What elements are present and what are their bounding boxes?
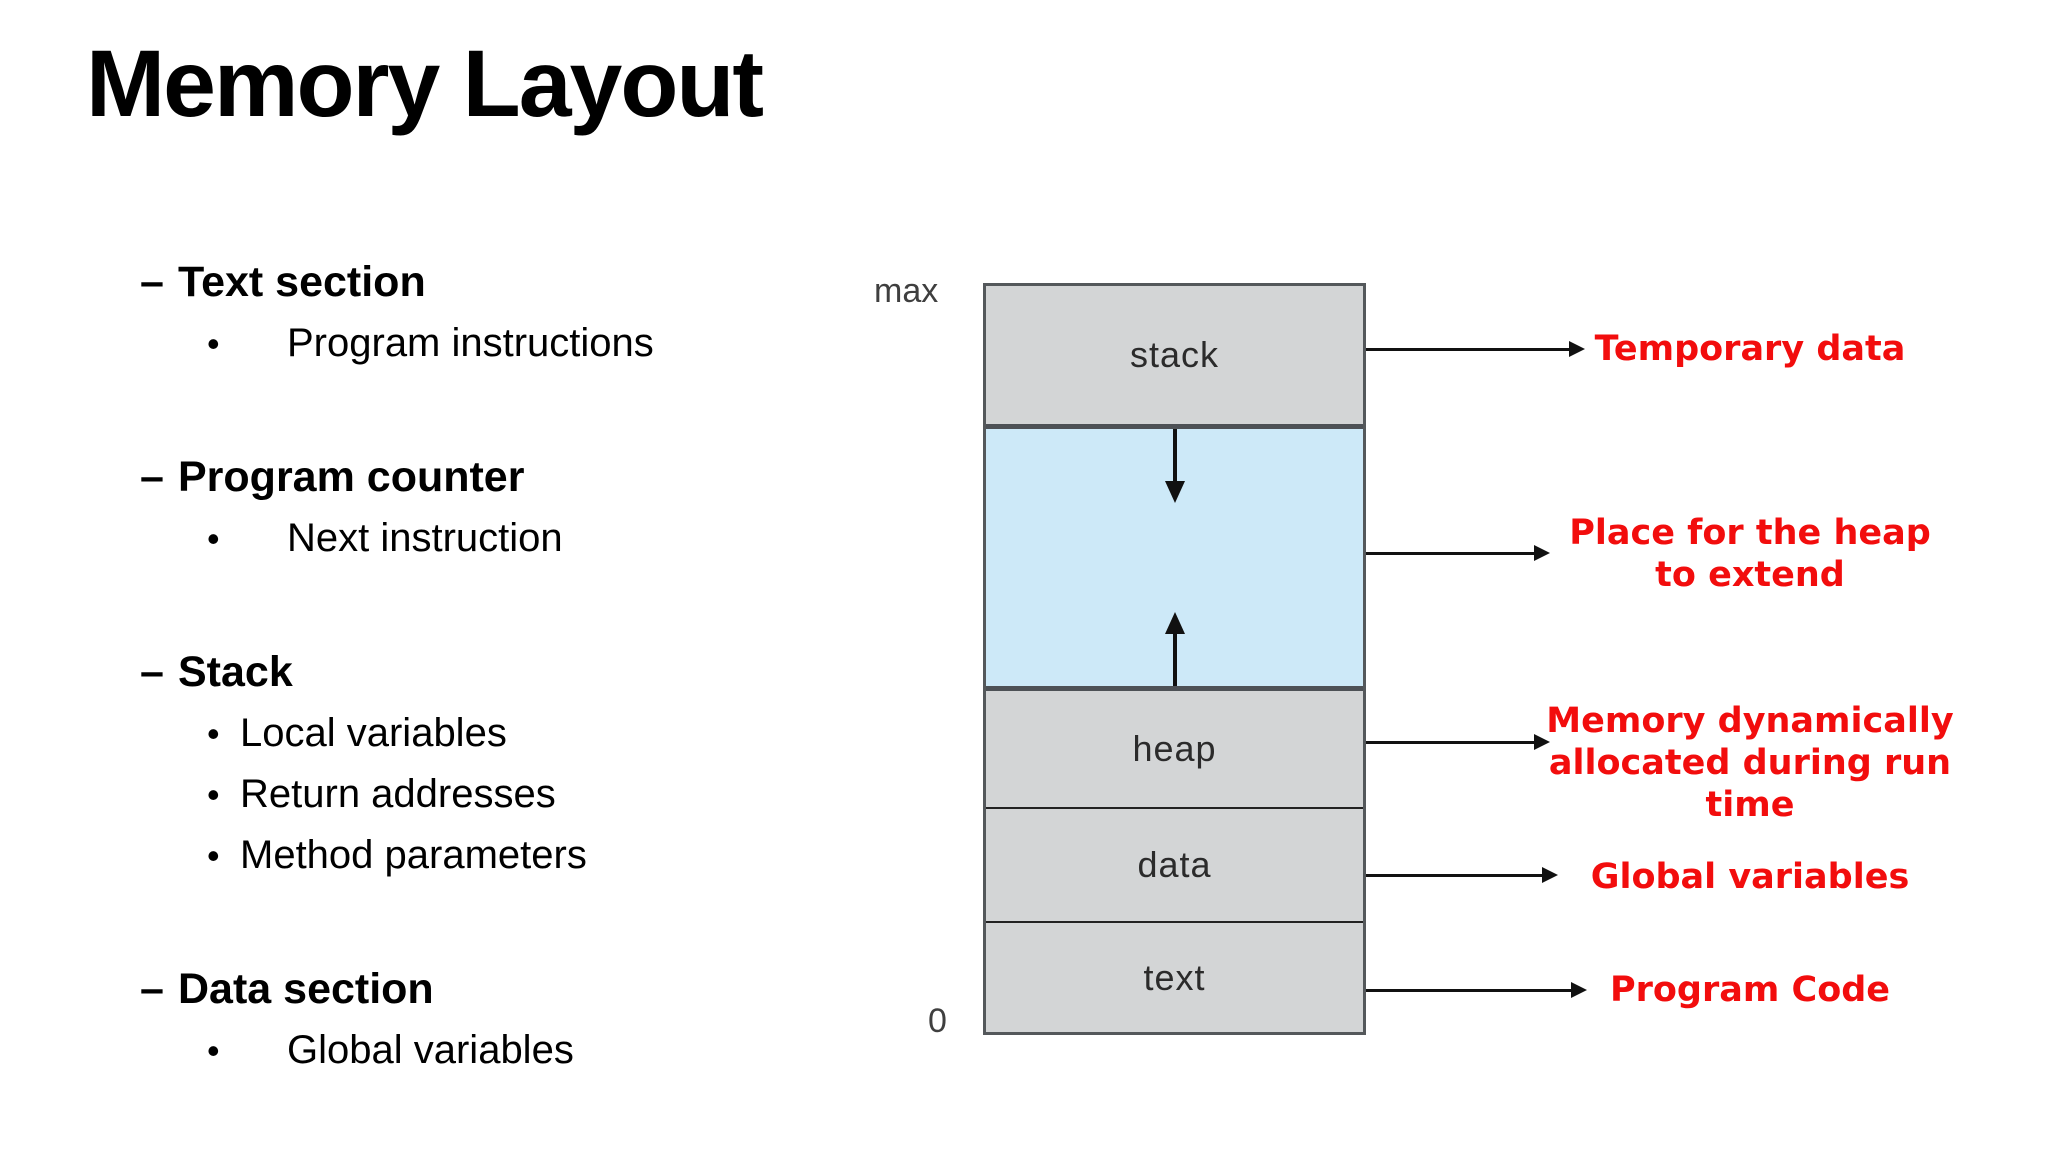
- arrow-head: [1569, 341, 1585, 357]
- page-title: Memory Layout: [86, 31, 764, 137]
- outline: –Text section •Program instructions –Pro…: [140, 252, 860, 1152]
- annotation-global-variables: Global variables: [1591, 856, 1910, 898]
- section-heading: –Text section: [140, 252, 860, 313]
- arrow-shaft: [1172, 634, 1177, 686]
- arrow-head: [1534, 545, 1550, 561]
- annotation-line: Temporary data: [1594, 329, 1906, 369]
- heap-growth-arrow-icon: [1164, 612, 1185, 686]
- arrow-head: [1542, 867, 1558, 883]
- bullet-icon: •: [207, 774, 220, 815]
- arrow-shaft: [1172, 429, 1177, 481]
- outline-section-stack: –Stack • Local variables • Return addresse…: [140, 642, 860, 886]
- arrow-head: [1164, 612, 1185, 634]
- section-heading-label: Data section: [178, 965, 434, 1013]
- outline-section-text: –Text section • Program instructions: [140, 252, 860, 374]
- diagram-row-stack: stack: [986, 286, 1363, 429]
- annotation-heap-extend: Place for the heap to extend: [1569, 512, 1931, 596]
- outline-section-program-counter: –Program counter • Next instruction: [140, 447, 860, 569]
- dash-marker: –: [140, 965, 164, 1013]
- annotation-line: Memory dynamically: [1546, 701, 1954, 741]
- section-heading: –Stack: [140, 642, 860, 703]
- bullet-item: • Local variables: [140, 703, 860, 764]
- bullet-text: Method parameters: [240, 833, 587, 877]
- data-label: data: [1137, 844, 1212, 885]
- bullet-item: • Return addresses: [140, 764, 860, 825]
- bullet-text: Return addresses: [240, 772, 556, 816]
- bullet-text: Global variables: [287, 1028, 574, 1072]
- heap-label: heap: [1132, 728, 1217, 769]
- bullet-icon: •: [207, 835, 220, 876]
- bullet-text: Local variables: [240, 711, 507, 755]
- zero-address-label: 0: [928, 1002, 947, 1040]
- bullet-item: • Next instruction: [140, 508, 860, 569]
- memory-diagram: stack heap data text: [983, 283, 1366, 1035]
- annotation-temporary-data: Temporary data: [1595, 328, 1906, 370]
- bullet-item: • Program instructions: [140, 313, 860, 374]
- annotation-line: time: [1705, 785, 1795, 825]
- bullet-text: Program instructions: [287, 321, 654, 365]
- bullet-icon: •: [207, 1030, 220, 1071]
- diagram-row-hole: [986, 429, 1363, 691]
- connector-arrow-stack: [1366, 341, 1585, 357]
- bullet-item: • Method parameters: [140, 825, 860, 886]
- annotation-line: allocated during run: [1548, 743, 1952, 783]
- bullet-item: • Global variables: [140, 1020, 860, 1081]
- arrow-head: [1534, 734, 1550, 750]
- dash-marker: –: [140, 648, 164, 696]
- section-heading: –Program counter: [140, 447, 860, 508]
- dash-marker: –: [140, 258, 164, 306]
- annotation-line: to extend: [1655, 555, 1845, 595]
- connector-arrow-data: [1366, 867, 1558, 883]
- arrow-head: [1571, 982, 1587, 998]
- section-heading-label: Text section: [178, 258, 426, 306]
- annotation-program-code: Program Code: [1610, 969, 1890, 1011]
- section-heading-label: Program counter: [178, 453, 525, 501]
- dash-marker: –: [140, 453, 164, 501]
- diagram-row-heap: heap: [986, 691, 1363, 809]
- diagram-row-text: text: [986, 923, 1363, 1032]
- section-heading-label: Stack: [178, 648, 293, 696]
- connector-arrow-heap: [1366, 734, 1550, 750]
- bullet-icon: •: [207, 323, 220, 364]
- text-label: text: [1143, 956, 1206, 998]
- diagram-row-data: data: [986, 809, 1363, 923]
- connector-arrow-text: [1366, 982, 1587, 998]
- annotation-dynamic-memory: Memory dynamically allocated during run …: [1546, 700, 1953, 826]
- connector-arrow-hole: [1366, 545, 1550, 561]
- arrow-head: [1164, 481, 1185, 503]
- outline-section-data: –Data section • Global variables: [140, 959, 860, 1081]
- stack-label: stack: [1129, 334, 1220, 375]
- annotation-line: Place for the heap: [1569, 513, 1931, 553]
- annotation-line: Global variables: [1590, 857, 1910, 897]
- bullet-icon: •: [207, 713, 220, 754]
- section-heading: –Data section: [140, 959, 860, 1020]
- bullet-icon: •: [207, 518, 220, 559]
- bullet-text: Next instruction: [287, 516, 563, 560]
- max-address-label: max: [874, 272, 939, 310]
- annotation-line: Program Code: [1609, 970, 1891, 1010]
- stack-growth-arrow-icon: [1164, 429, 1185, 503]
